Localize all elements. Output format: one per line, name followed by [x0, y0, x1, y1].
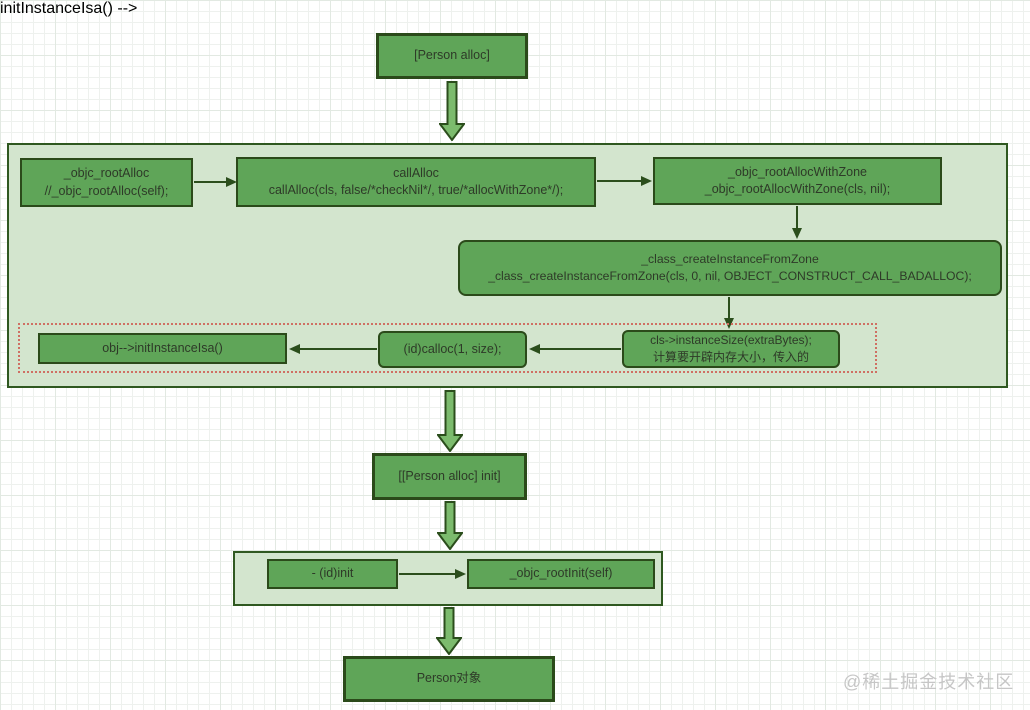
node-person-alloc: [Person alloc]: [376, 33, 528, 79]
node-init-instance-isa-label: obj-->initInstanceIsa(): [102, 340, 223, 355]
node-init-instance-isa: obj-->initInstanceIsa(): [38, 333, 287, 364]
node-instance-size: cls->instanceSize(extraBytes); 计算要开辟内存大小…: [622, 330, 840, 368]
connector-instancesize-to-calloc-icon: [529, 344, 621, 354]
arrowhead-left-icon: [529, 344, 540, 354]
node-objc-root-alloc-with-zone-sub: _objc_rootAllocWithZone(cls, nil);: [704, 182, 891, 196]
connector-callalloc-to-allocwithzone-icon: [597, 176, 652, 186]
node-person-alloc-init: [[Person alloc] init]: [372, 453, 527, 500]
node-id-init: - (id)init: [267, 559, 398, 589]
arrowhead-left-icon: [289, 344, 300, 354]
node-person-object: Person对象: [343, 656, 555, 702]
node-person-object-label: Person对象: [416, 671, 482, 686]
connector-allocwithzone-to-createinstance-icon: [792, 206, 802, 239]
node-instance-size-line1: cls->instanceSize(extraBytes);: [650, 333, 812, 348]
node-objc-root-alloc: _objc_rootAlloc //_objc_rootAlloc(self);: [20, 158, 193, 207]
node-class-create-instance-from-zone-sub: _class_createInstanceFromZone(cls, 0, ni…: [488, 269, 972, 283]
node-call-alloc-title: callAlloc: [393, 165, 439, 180]
node-objc-root-alloc-title: _objc_rootAlloc: [63, 166, 150, 181]
arrowhead-right-icon: [455, 569, 466, 579]
node-call-alloc: callAlloc callAlloc(cls, false/*checkNil…: [236, 157, 596, 207]
node-call-alloc-sub: callAlloc(cls, false/*checkNil*/, true/*…: [268, 183, 564, 197]
node-person-alloc-label: [Person alloc]: [414, 48, 490, 63]
node-objc-root-alloc-sub: //_objc_rootAlloc(self);: [44, 183, 169, 198]
arrowhead-right-icon: [641, 176, 652, 186]
node-calloc-label: (id)calloc(1, size);: [403, 341, 502, 356]
node-objc-root-init-label: _objc_rootInit(self): [509, 566, 613, 581]
arrow-down-to-alloc-container-icon: [439, 81, 465, 141]
node-objc-root-alloc-with-zone-title: _objc_rootAllocWithZone: [728, 164, 867, 179]
connector-createinstance-to-instancesize-icon: [724, 297, 734, 329]
arrow-down-to-init-container-icon: [437, 501, 463, 550]
watermark: @稀土掘金技术社区: [843, 672, 1015, 692]
node-objc-root-alloc-with-zone: _objc_rootAllocWithZone _objc_rootAllocW…: [653, 157, 942, 205]
node-instance-size-line2: 计算要开辟内存大小，传入的: [652, 350, 809, 364]
arrowhead-down-icon: [792, 228, 802, 239]
arrowhead-right-icon: [226, 177, 237, 187]
arrow-down-to-person-alloc-init-icon: [437, 390, 463, 452]
connector-rootalloc-to-callalloc-icon: [194, 177, 237, 187]
node-class-create-instance-from-zone: _class_createInstanceFromZone _class_cre…: [458, 240, 1002, 296]
node-id-init-label: - (id)init: [311, 566, 354, 581]
node-person-alloc-init-label: [[Person alloc] init]: [398, 468, 501, 483]
node-objc-root-init: _objc_rootInit(self): [467, 559, 655, 589]
node-calloc: (id)calloc(1, size);: [378, 331, 527, 368]
arrow-down-to-person-object-icon: [436, 607, 462, 655]
connector-calloc-to-initinstanceisa-icon: [289, 344, 377, 354]
connector-idinit-to-rootinit-icon: [399, 569, 466, 579]
isa-init-dotted-zone: [18, 323, 877, 373]
node-class-create-instance-from-zone-title: _class_createInstanceFromZone: [641, 252, 819, 267]
